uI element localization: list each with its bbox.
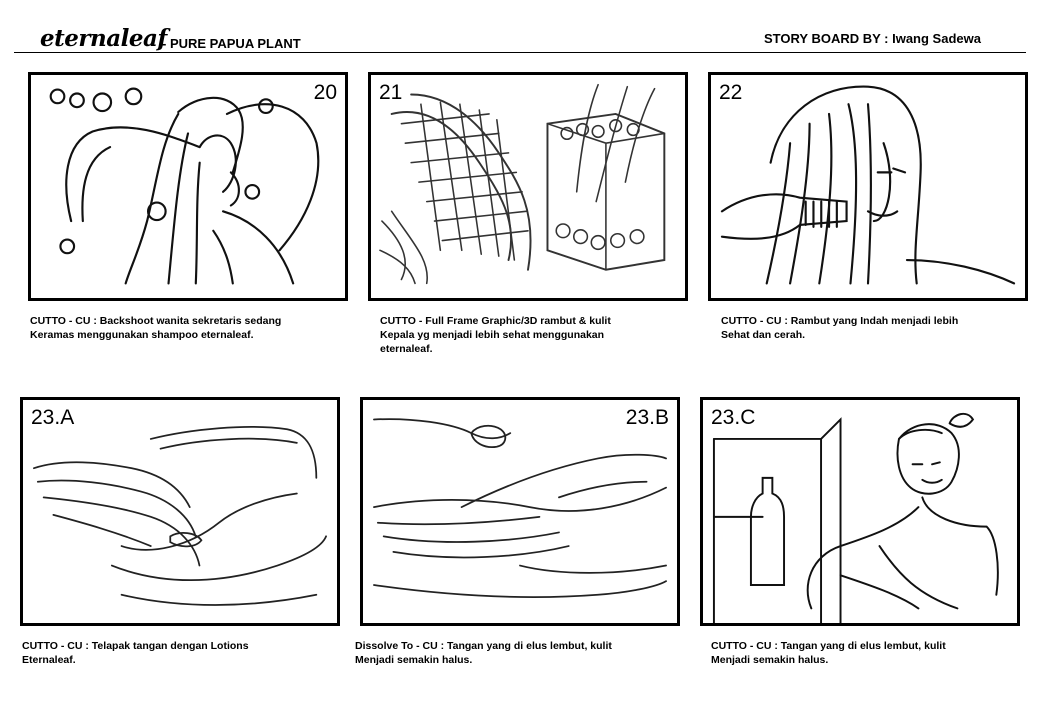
panel-caption-22: CUTTO - CU : Rambut yang Indah menjadi l… [721, 314, 958, 342]
sketch-woman-washing-hair [49, 87, 320, 285]
sketch-hand-stroking-skin [373, 418, 667, 598]
storyboard-panel-21: 21 [368, 72, 688, 301]
caption-line: Sehat dan cerah. [721, 329, 806, 341]
caption-line: CUTTO - CU : Tangan yang di elus lembut,… [711, 640, 946, 652]
sketch-palm-with-lotion [33, 426, 327, 606]
caption-line: Menjadi semakin halus. [355, 654, 473, 666]
panel-caption-23a: CUTTO - CU : Telapak tangan dengan Lotio… [22, 639, 249, 667]
panel-number: 22 [717, 81, 745, 105]
brand-logo: eternaleaf [40, 25, 167, 52]
panel-number: 23.C [709, 406, 758, 430]
storyboard-panel-23a: 23.A [20, 397, 340, 626]
panel-caption-21: CUTTO - Full Frame Graphic/3D rambut & k… [380, 314, 611, 356]
caption-line: Kepala yg menjadi lebih sehat menggunaka… [380, 329, 605, 341]
storyboard-header: eternaleaf - PURE PAPUA PLANT STORY BOAR… [0, 0, 1040, 56]
caption-line: CUTTO - CU : Backshoot wanita sekretaris… [30, 315, 282, 327]
panel-number: 23.B [623, 406, 671, 430]
storyboard-panel-23b: 23.B [360, 397, 680, 626]
storyboard-panel-22: 22 [708, 72, 1028, 301]
caption-line: eternaleaf. [380, 343, 433, 355]
panel-number: 20 [311, 81, 339, 105]
caption-line: CUTTO - Full Frame Graphic/3D rambut & k… [380, 315, 611, 327]
caption-line: Dissolve To - CU : Tangan yang di elus l… [355, 640, 612, 652]
caption-line: Eternaleaf. [22, 654, 76, 666]
brand-tagline: - PURE PAPUA PLANT [162, 36, 301, 51]
panel-number: 21 [377, 81, 405, 105]
storyboard-panel-20: 20 [28, 72, 348, 301]
panel-caption-20: CUTTO - CU : Backshoot wanita sekretaris… [30, 314, 281, 342]
caption-line: Menjadi semakin halus. [711, 654, 829, 666]
storyboard-panel-23c: 23.C [700, 397, 1020, 626]
storyboard-credit: STORY BOARD BY : Iwang Sadewa [764, 31, 981, 46]
panel-number: 23.A [29, 406, 77, 430]
sketch-woman-combing-hair [720, 85, 1016, 285]
caption-line: CUTTO - CU : Telapak tangan dengan Lotio… [22, 640, 249, 652]
header-divider [14, 52, 1026, 53]
caption-line: CUTTO - CU : Rambut yang Indah menjadi l… [721, 315, 959, 327]
sketch-woman-in-bath-with-lotion [712, 412, 999, 623]
sketch-hair-skin-3d-graphic [379, 83, 666, 285]
panel-caption-23c: CUTTO - CU : Tangan yang di elus lembut,… [711, 639, 946, 667]
panel-caption-23b: Dissolve To - CU : Tangan yang di elus l… [355, 639, 612, 667]
caption-line: Keramas menggunakan shampoo eternaleaf. [30, 329, 254, 341]
